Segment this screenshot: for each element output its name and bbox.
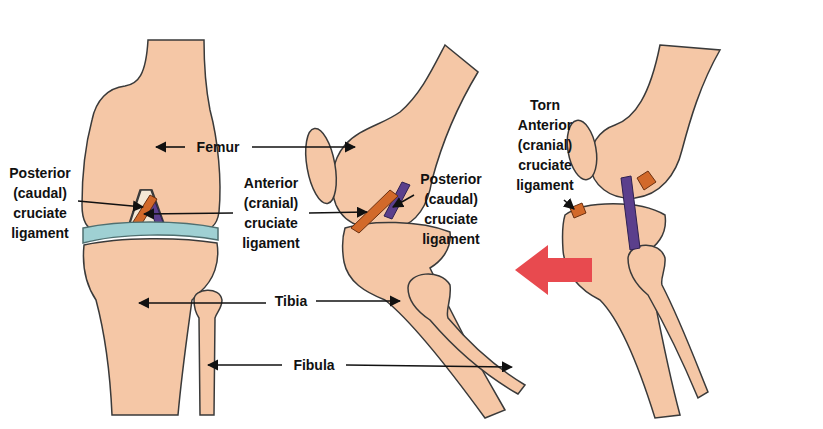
tibia-bone [84,239,218,415]
fibula-bone [408,274,525,394]
leader-line [309,212,367,213]
leader-line [393,195,414,207]
leader-line [564,200,574,209]
leader-line [156,146,185,148]
tibia-bone [343,222,505,418]
leader-line [208,364,282,366]
leader-line [252,146,355,148]
direction-arrow [515,245,592,295]
part-label: Posterior (caudal) cruciate ligament [413,169,489,249]
fibula-bone [194,290,222,415]
anterior-cruciate-ligament [133,195,157,225]
part-label: Posterior (caudal) cruciate ligament [2,163,78,243]
fibula-bone [628,245,708,398]
femur-bone [590,45,720,198]
part-label: Femur [197,137,240,157]
part-label: Tibia [275,291,307,311]
part-label: Anterior (cranial) cruciate ligament [233,173,309,253]
patella-bone [301,126,342,206]
part-label: Torn Anterior (cranial) cruciate ligamen… [507,95,583,195]
leader-line [78,201,143,207]
part-label: Fibula [293,355,334,375]
torn-ligament-stub [637,171,656,190]
leader-line [144,213,233,214]
posterior-cruciate-ligament [621,176,640,250]
leader-line [346,365,512,367]
intercondylar-notch [129,190,164,226]
torn-ligament-stub [570,203,586,218]
leader-line [139,302,266,304]
leader-line [316,300,400,302]
